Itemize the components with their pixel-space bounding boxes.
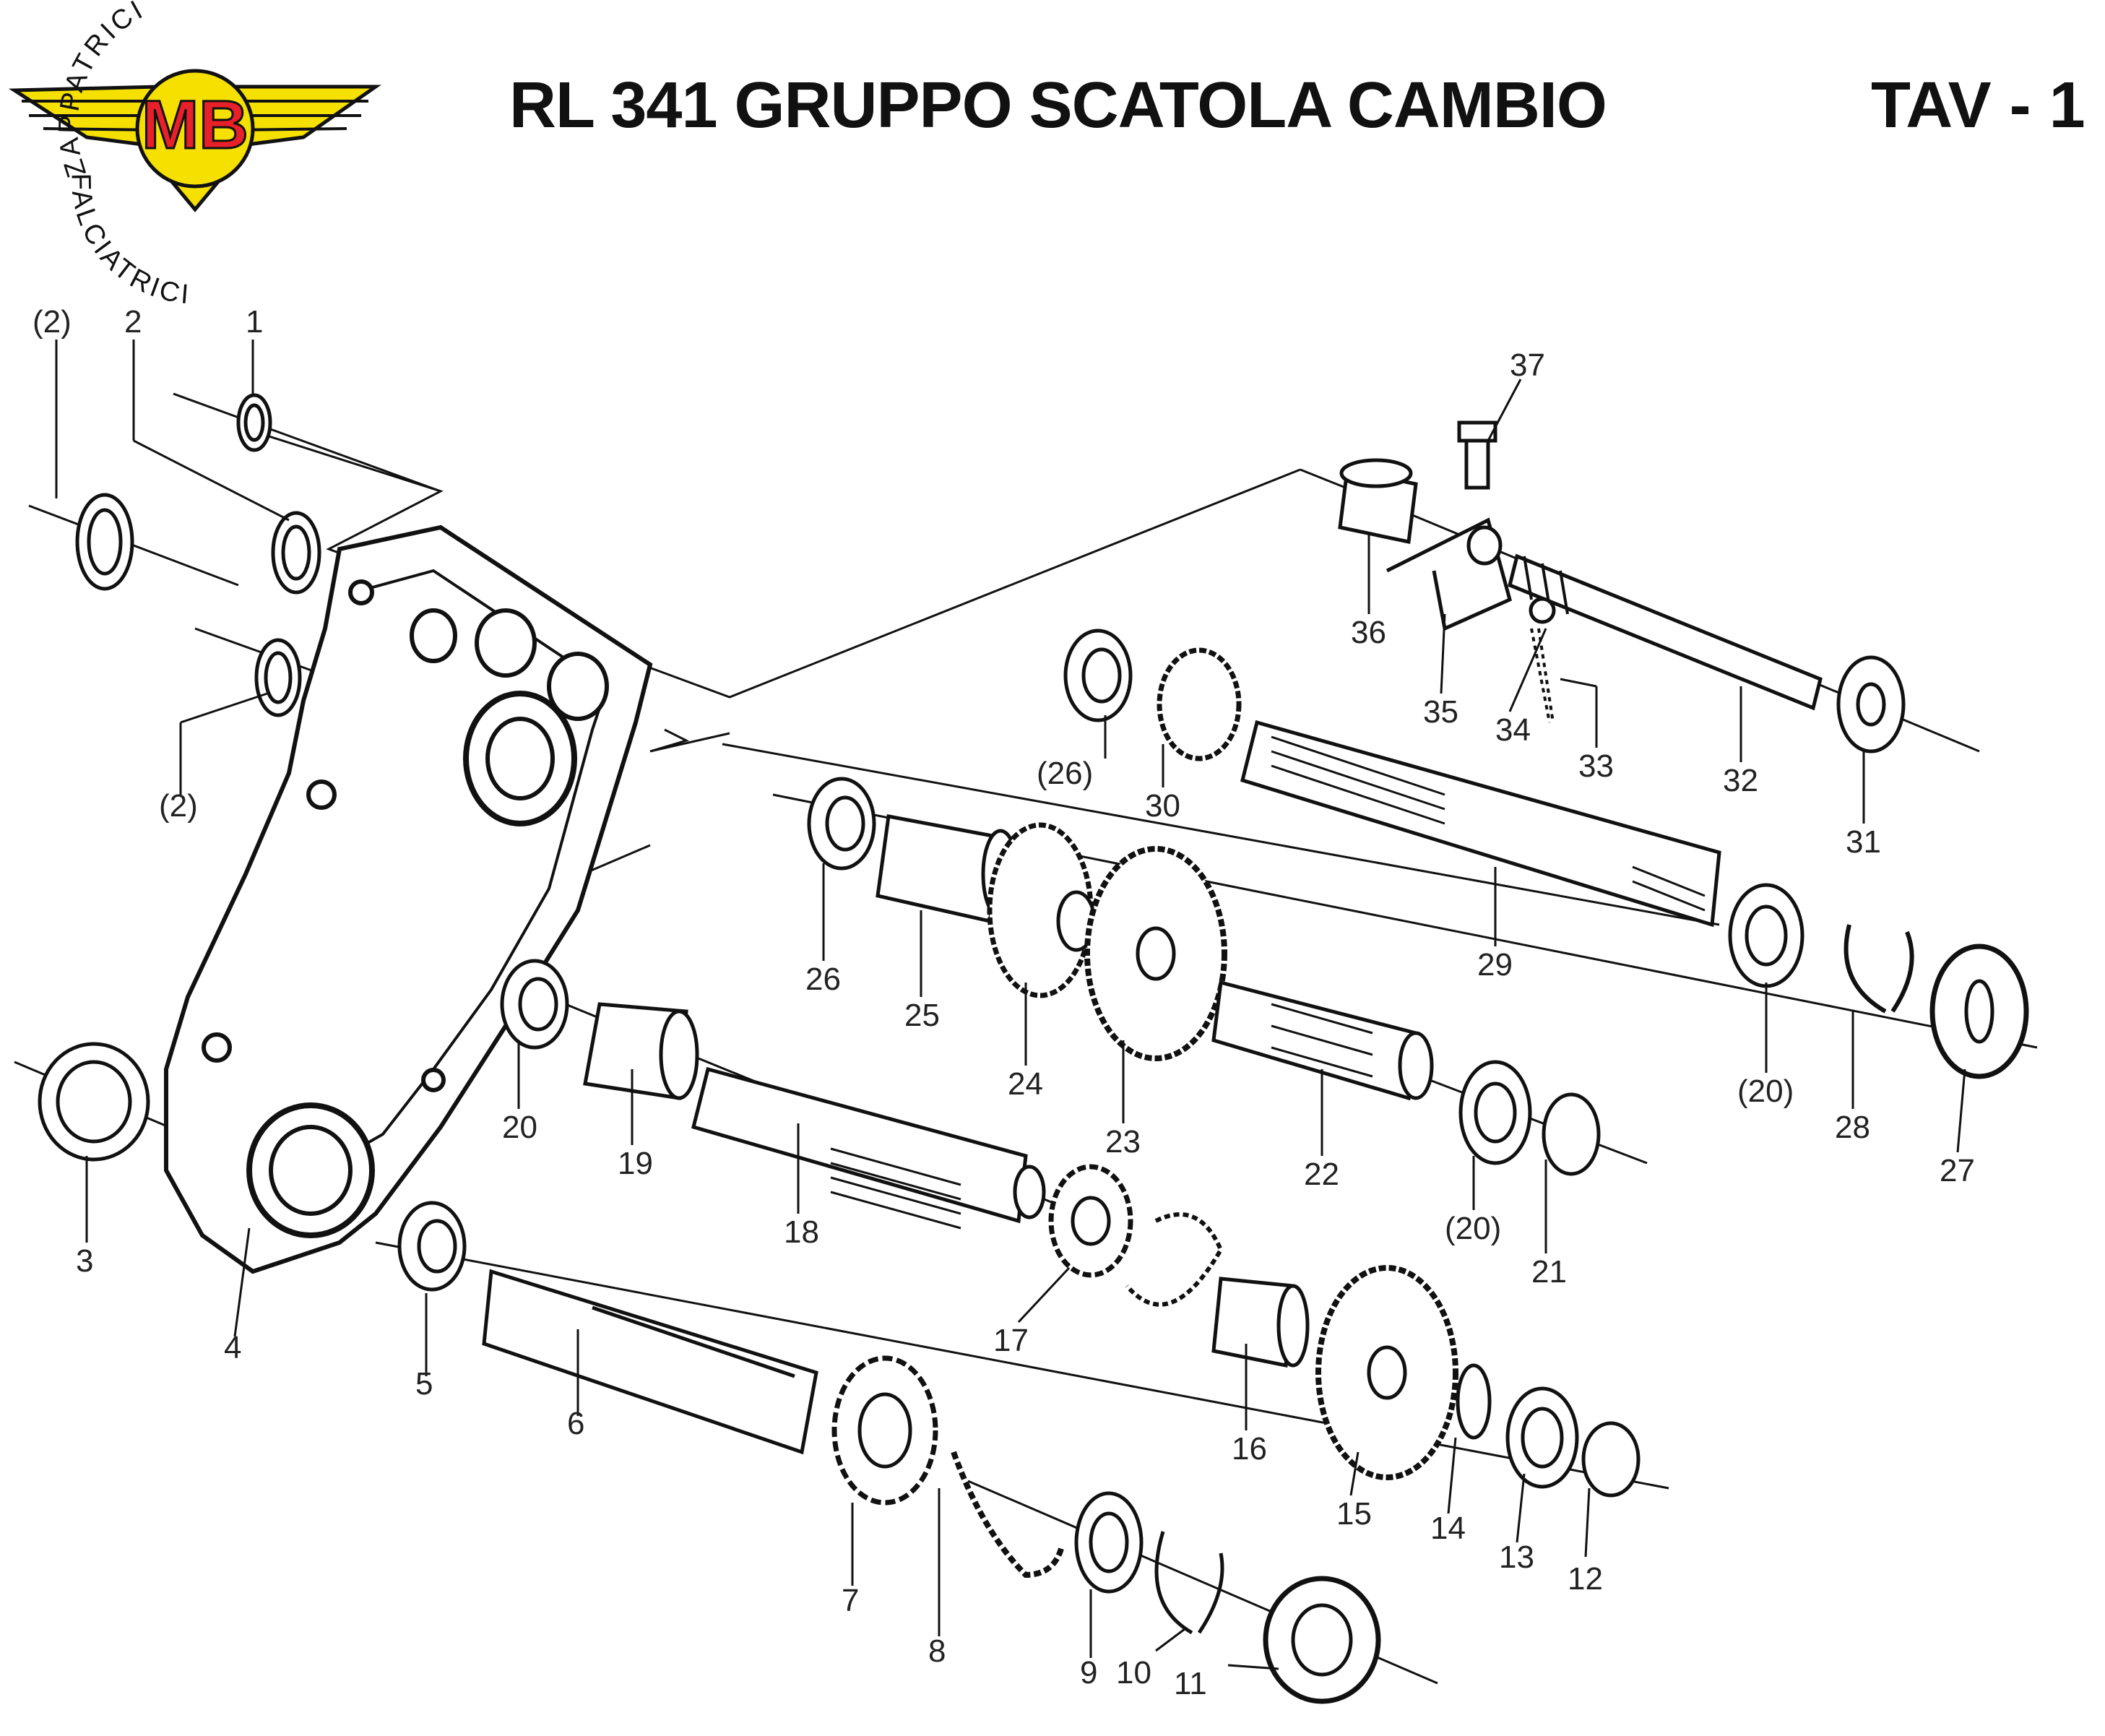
part-label: 34 bbox=[1495, 712, 1531, 748]
part-label: (2) bbox=[159, 788, 198, 824]
part-label: 30 bbox=[1145, 788, 1180, 824]
top-shaft-group bbox=[1063, 629, 2029, 1079]
part-label: 27 bbox=[1940, 1153, 1975, 1188]
part-label: 3 bbox=[76, 1243, 93, 1279]
part-label: 16 bbox=[1232, 1431, 1267, 1467]
lower-left-shaft-group bbox=[397, 1201, 1381, 1704]
part-label: (20) bbox=[1737, 1074, 1794, 1109]
part-label: 31 bbox=[1846, 824, 1881, 860]
part-label: 4 bbox=[224, 1330, 241, 1365]
part-label: 11 bbox=[1174, 1666, 1207, 1701]
part-label: 18 bbox=[784, 1214, 819, 1250]
logo-text-bottom: FALCIATRICI bbox=[66, 173, 193, 310]
part-label: 21 bbox=[1531, 1254, 1567, 1290]
part-label: 23 bbox=[1105, 1124, 1141, 1160]
part-label: (26) bbox=[1037, 756, 1093, 791]
part-label: 36 bbox=[1351, 615, 1386, 650]
seals-left bbox=[38, 393, 321, 1162]
part-label: 35 bbox=[1423, 694, 1458, 730]
leader-lines bbox=[55, 340, 1966, 1670]
part-label: 17 bbox=[993, 1323, 1029, 1358]
part-label: 19 bbox=[618, 1146, 653, 1181]
part-label: (20) bbox=[1445, 1211, 1501, 1246]
part-label: 20 bbox=[502, 1110, 537, 1145]
selector-fork-group bbox=[1338, 420, 1823, 723]
part-label: 2 bbox=[124, 304, 142, 340]
part-label: 14 bbox=[1430, 1511, 1466, 1546]
part-label: 15 bbox=[1336, 1496, 1372, 1532]
page-title: RL 341 GRUPPO SCATOLA CAMBIO bbox=[509, 69, 1607, 142]
upper-middle-shaft-group bbox=[807, 777, 1601, 1176]
table-number: TAV - 1 bbox=[1871, 69, 2085, 142]
part-label: 7 bbox=[842, 1583, 859, 1618]
part-label: 6 bbox=[567, 1406, 584, 1441]
part-label: 12 bbox=[1568, 1561, 1603, 1597]
part-label: 8 bbox=[928, 1633, 946, 1669]
part-label: 13 bbox=[1499, 1539, 1534, 1575]
middle-shaft-group bbox=[500, 959, 1641, 1498]
part-label: 29 bbox=[1477, 947, 1513, 983]
part-label: 22 bbox=[1304, 1157, 1339, 1192]
part-label: 9 bbox=[1080, 1655, 1097, 1690]
gearbox-housing bbox=[164, 524, 653, 1274]
part-labels: (2) 2 1 (2) 3 4 5 6 7 8 9 10 11 12 13 14… bbox=[33, 304, 1975, 1701]
logo-initials: MB bbox=[142, 87, 248, 163]
part-label: (2) bbox=[33, 304, 72, 340]
mb-logo: MB ZAPPATRICI FALCIATRICI bbox=[8, 0, 381, 310]
part-label: 25 bbox=[904, 998, 940, 1033]
part-label: 5 bbox=[415, 1366, 433, 1402]
part-label: 10 bbox=[1116, 1655, 1151, 1690]
part-label: 32 bbox=[1723, 763, 1758, 798]
part-label: 26 bbox=[805, 962, 841, 997]
part-label: 1 bbox=[246, 304, 263, 340]
part-label: 24 bbox=[1008, 1066, 1043, 1102]
part-label: 28 bbox=[1835, 1110, 1870, 1145]
part-label: 37 bbox=[1510, 347, 1545, 383]
part-label: 33 bbox=[1578, 748, 1614, 784]
logo-disc bbox=[135, 69, 255, 189]
